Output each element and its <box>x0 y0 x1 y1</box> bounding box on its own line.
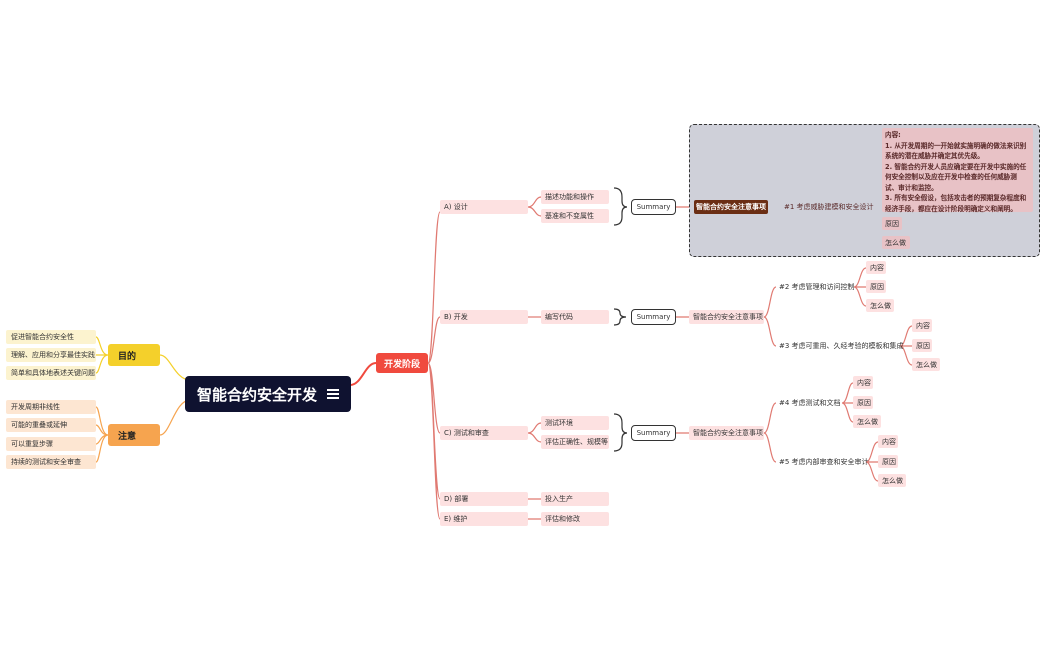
notes-item[interactable]: 可能的重叠或延伸 <box>6 418 96 432</box>
stage-deploy[interactable]: D) 部署 <box>440 492 528 506</box>
test-item[interactable]: 测试环境 <box>541 416 609 430</box>
purpose-item[interactable]: 促进智能合约安全性 <box>6 330 96 344</box>
purpose-item[interactable]: 理解、应用和分享最佳实践 <box>6 348 96 362</box>
stage-dev[interactable]: B) 开发 <box>440 310 528 324</box>
summary-test[interactable]: Summary <box>631 425 676 441</box>
maintain-item[interactable]: 评估和修改 <box>541 512 609 526</box>
notes-topic[interactable]: 注意 <box>108 424 160 446</box>
design-note-title[interactable]: 智能合约安全注意事项 <box>694 200 768 214</box>
design-note-how[interactable]: 怎么做 <box>882 236 910 249</box>
notes-item[interactable]: 可以重复步骤 <box>6 437 96 451</box>
test-point-4-child[interactable]: 原因 <box>853 396 873 409</box>
dev-notes-title[interactable]: 智能合约安全注意事项 <box>689 310 764 324</box>
purpose-label: 目的 <box>118 351 137 362</box>
summary-design[interactable]: Summary <box>631 199 676 215</box>
dev-point-3-child[interactable]: 原因 <box>912 339 932 352</box>
design-note-reason[interactable]: 原因 <box>882 217 902 230</box>
test-point-4-child[interactable]: 内容 <box>853 376 873 389</box>
test-notes-title[interactable]: 智能合约安全注意事项 <box>689 426 764 440</box>
test-point-5-child[interactable]: 原因 <box>878 455 898 468</box>
notes-label: 注意 <box>118 431 137 442</box>
dev-point-3-child[interactable]: 怎么做 <box>912 358 940 371</box>
dev-point-2-child[interactable]: 怎么做 <box>866 299 894 312</box>
deploy-item[interactable]: 投入生产 <box>541 492 609 506</box>
test-point-5[interactable]: #5 考虑内部审查和安全审计 <box>779 458 869 466</box>
test-item[interactable]: 评估正确性、规模等 <box>541 435 609 449</box>
design-note-point[interactable]: #1 考虑威胁建模和安全设计 <box>784 203 874 211</box>
notes-item[interactable]: 开发周期非线性 <box>6 400 96 414</box>
test-point-4[interactable]: #4 考虑测试和文档 <box>779 399 841 407</box>
stage-test[interactable]: C) 测试和审查 <box>440 426 528 440</box>
dev-point-3[interactable]: #3 考虑可重用、久经考验的模板和集成 <box>779 342 904 350</box>
test-point-4-child[interactable]: 怎么做 <box>853 415 881 428</box>
dev-point-2-child[interactable]: 内容 <box>866 261 886 274</box>
stage-maintain[interactable]: E) 维护 <box>440 512 528 526</box>
dev-point-2-child[interactable]: 原因 <box>866 280 886 293</box>
dev-item[interactable]: 编写代码 <box>541 310 609 324</box>
purpose-item[interactable]: 简单和具体地表述关键问题 <box>6 366 96 380</box>
design-note-content[interactable]: 内容: 1. 从开发周期的一开始就实施明确的做法来识别系统的潜在威胁并确定其优先… <box>882 128 1033 213</box>
design-item[interactable]: 基准和不变属性 <box>541 209 609 223</box>
test-point-5-child[interactable]: 内容 <box>878 435 898 448</box>
design-item[interactable]: 描述功能和操作 <box>541 190 609 204</box>
notes-item[interactable]: 持续的测试和安全审查 <box>6 455 96 469</box>
menu-icon[interactable] <box>327 387 339 402</box>
stage-design[interactable]: A) 设计 <box>440 200 528 214</box>
test-point-5-child[interactable]: 怎么做 <box>878 474 906 487</box>
root-topic[interactable]: 智能合约安全开发 <box>185 376 351 412</box>
dev-point-3-child[interactable]: 内容 <box>912 319 932 332</box>
purpose-topic[interactable]: 目的 <box>108 344 160 366</box>
root-title: 智能合约安全开发 <box>197 385 318 404</box>
dev-point-2[interactable]: #2 考虑管理和访问控制 <box>779 283 855 291</box>
summary-dev[interactable]: Summary <box>631 309 676 325</box>
hub-topic[interactable]: 开发阶段 <box>376 353 428 373</box>
